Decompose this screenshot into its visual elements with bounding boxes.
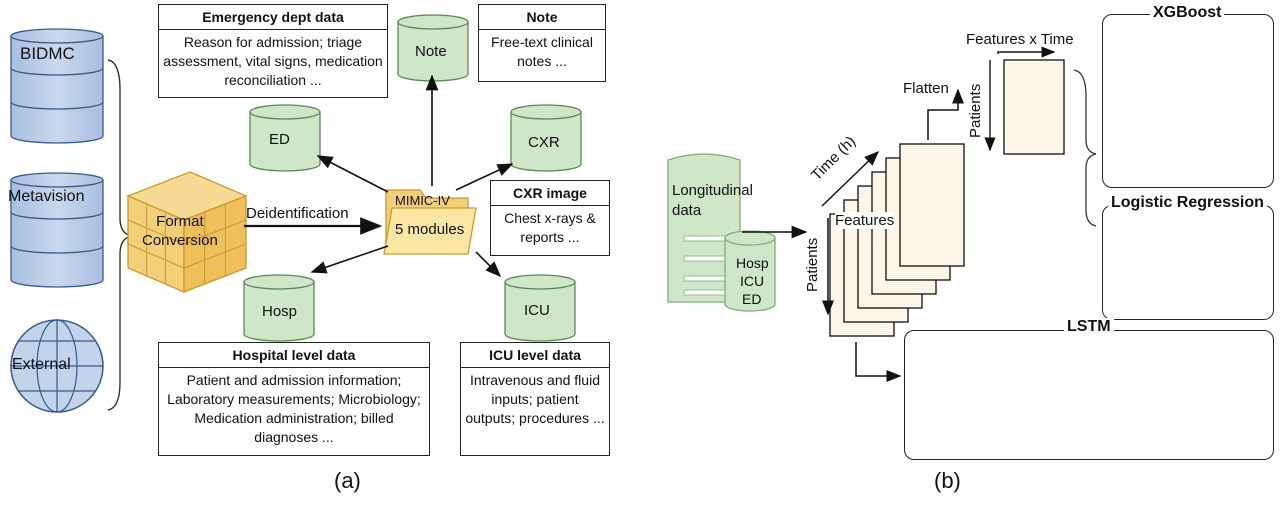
folder-title: MIMIC-IV xyxy=(395,193,450,208)
ed-data-body: Reason for admission; triage assessment,… xyxy=(163,34,383,88)
db-bidmc-body xyxy=(10,35,104,144)
icu-data-body: Intravenous and fluid inputs; patient ou… xyxy=(465,372,605,426)
axis-patients-label: Patients xyxy=(804,237,821,292)
arrow-to-hosp xyxy=(310,245,389,274)
mini-db-ed: ED xyxy=(742,291,762,307)
db-cxr-label: CXR xyxy=(528,134,560,151)
db-metavision-band xyxy=(10,211,104,220)
flat-top-arrow xyxy=(997,46,1056,58)
logistic-panel xyxy=(1102,205,1274,320)
mini-db-icu: ICU xyxy=(740,273,765,289)
db-icu-body xyxy=(504,281,576,342)
db-hosp xyxy=(243,274,315,342)
ed-data-title: Emergency dept data xyxy=(159,5,387,30)
note-box-body: Free-text clinical notes ... xyxy=(491,34,593,69)
cxr-box: CXR image Chest x-rays & reports ... xyxy=(490,180,610,256)
arrow-to-ed xyxy=(316,155,389,193)
flatten-label: Flatten xyxy=(903,80,949,97)
db-metavision-body xyxy=(10,179,104,288)
db-note-top xyxy=(397,14,469,30)
cube-grid xyxy=(183,243,247,269)
folder-front xyxy=(383,207,477,255)
hosp-data-body: Patient and admission information; Labor… xyxy=(167,372,421,445)
db-hosp-top xyxy=(243,274,315,290)
note-box: Note Free-text clinical notes ... xyxy=(478,4,606,82)
caption-a: (a) xyxy=(334,468,361,493)
mini-db-top xyxy=(724,230,776,246)
format-conversion-cube xyxy=(126,171,248,293)
db-bidmc-band xyxy=(10,67,104,76)
db-hosp-label: Hosp xyxy=(262,303,298,320)
globe-external-icon xyxy=(10,319,104,413)
source-metavision-label: Metavision xyxy=(8,188,85,205)
db-note-label: Note xyxy=(415,43,447,60)
format-conversion-label: Format Conversion xyxy=(142,213,218,249)
db-metavision-top xyxy=(10,172,104,188)
db-bidmc-band xyxy=(10,101,104,110)
models-brace xyxy=(1073,69,1097,227)
cube-grid xyxy=(127,219,185,245)
folder-subtitle: 5 modules xyxy=(395,221,465,238)
db-bidmc-top xyxy=(10,28,104,44)
arrow-to-cxr xyxy=(455,163,514,191)
arrow-to-icu xyxy=(475,251,502,278)
cxr-box-title: CXR image xyxy=(491,181,609,206)
longitudinal-data-icon xyxy=(667,153,741,303)
db-metavision xyxy=(10,172,104,288)
db-hosp-body xyxy=(243,281,315,342)
source-external-label: External xyxy=(12,356,71,373)
db-ed-label: ED xyxy=(269,131,290,148)
db-metavision-band xyxy=(10,245,104,254)
db-icu-top xyxy=(504,274,576,290)
ed-data-box: Emergency dept data Reason for admission… xyxy=(158,4,388,98)
db-cxr xyxy=(510,104,582,172)
arrow-to-lstm xyxy=(855,342,902,382)
db-icu xyxy=(504,274,576,342)
logistic-title: Logistic Regression xyxy=(1108,194,1267,212)
time-axis-arrow xyxy=(821,150,880,207)
db-note xyxy=(397,14,469,82)
caption-b: (b) xyxy=(934,468,961,493)
note-box-title: Note xyxy=(479,5,605,30)
lstm-panel xyxy=(904,330,1274,460)
flat-patients-label: Patients xyxy=(967,83,984,138)
mini-db-body xyxy=(724,237,776,312)
db-bidmc xyxy=(10,28,104,144)
mimic-folder-icon xyxy=(383,189,477,255)
hosp-data-title: Hospital level data xyxy=(159,343,429,368)
icu-data-box: ICU level data Intravenous and fluid inp… xyxy=(460,342,610,456)
hosp-data-box: Hospital level data Patient and admissio… xyxy=(158,342,430,456)
cube-grid xyxy=(127,243,185,269)
xgboost-title: XGBoost xyxy=(1150,4,1225,22)
longitudinal-label: Longitudinal data xyxy=(672,182,753,219)
mini-db xyxy=(724,230,776,312)
xgboost-panel xyxy=(1102,14,1274,188)
flatten-arrow xyxy=(927,88,964,140)
features-x-time-label: Features x Time xyxy=(966,31,1074,48)
db-icu-label: ICU xyxy=(524,302,550,319)
mini-db-hosp: Hosp xyxy=(736,255,769,271)
db-ed-top xyxy=(249,104,321,120)
axis-features-label: Features xyxy=(835,212,895,229)
db-ed xyxy=(249,104,321,172)
icu-data-title: ICU level data xyxy=(461,343,609,368)
deidentification-label: Deidentification xyxy=(246,205,349,222)
lstm-title: LSTM xyxy=(1064,318,1114,336)
source-bidmc-label: BIDMC xyxy=(20,44,75,63)
cxr-box-body: Chest x-rays & reports ... xyxy=(504,210,596,245)
time-slice-sheet xyxy=(899,143,965,267)
cube-grid xyxy=(183,219,247,245)
db-cxr-top xyxy=(510,104,582,120)
flattened-sheet xyxy=(1003,59,1065,155)
